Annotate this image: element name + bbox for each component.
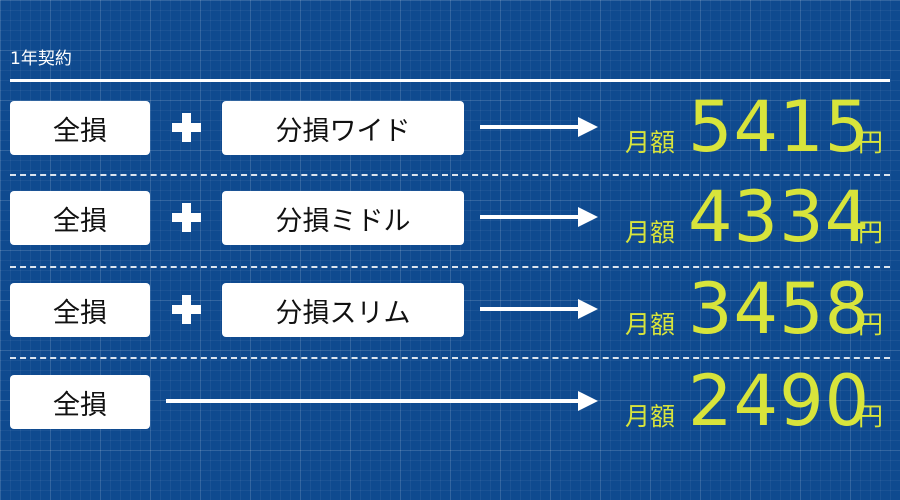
price-value: 3458: [688, 268, 871, 350]
monthly-label: 月額: [625, 310, 676, 339]
addon-coverage-box: 分損ワイド: [222, 101, 464, 155]
currency-unit: 円: [858, 402, 884, 431]
right-arrow-icon: [480, 207, 598, 227]
price-value: 5415: [688, 86, 871, 168]
right-arrow-icon: [480, 117, 598, 137]
monthly-label: 月額: [625, 128, 676, 157]
plan-row-total-loss-only: 全損 月額 2490 円: [0, 360, 900, 442]
contract-term-heading: 1年契約: [10, 49, 72, 69]
addon-coverage-box: 分損ミドル: [222, 191, 464, 245]
row-divider: [10, 357, 890, 359]
plan-row-wide: 全損 分損ワイド 月額 5415 円: [0, 86, 900, 168]
plus-icon: [170, 111, 202, 143]
price-value: 4334: [688, 176, 871, 258]
right-arrow-icon: [480, 299, 598, 319]
plan-row-slim: 全損 分損スリム 月額 3458 円: [0, 268, 900, 350]
currency-unit: 円: [858, 128, 884, 157]
monthly-label: 月額: [625, 402, 676, 431]
base-coverage-box: 全損: [10, 191, 150, 245]
price-value: 2490: [688, 360, 871, 442]
base-coverage-box: 全損: [10, 101, 150, 155]
currency-unit: 円: [858, 310, 884, 339]
addon-coverage-box: 分損スリム: [222, 283, 464, 337]
row-divider: [10, 174, 890, 176]
row-divider: [10, 266, 890, 268]
plus-icon: [170, 201, 202, 233]
monthly-label: 月額: [625, 218, 676, 247]
base-coverage-box: 全損: [10, 283, 150, 337]
base-coverage-box: 全損: [10, 375, 150, 429]
plus-icon: [170, 293, 202, 325]
plan-row-middle: 全損 分損ミドル 月額 4334 円: [0, 176, 900, 258]
currency-unit: 円: [858, 218, 884, 247]
right-arrow-icon: [166, 391, 598, 411]
heading-rule: [10, 79, 890, 82]
